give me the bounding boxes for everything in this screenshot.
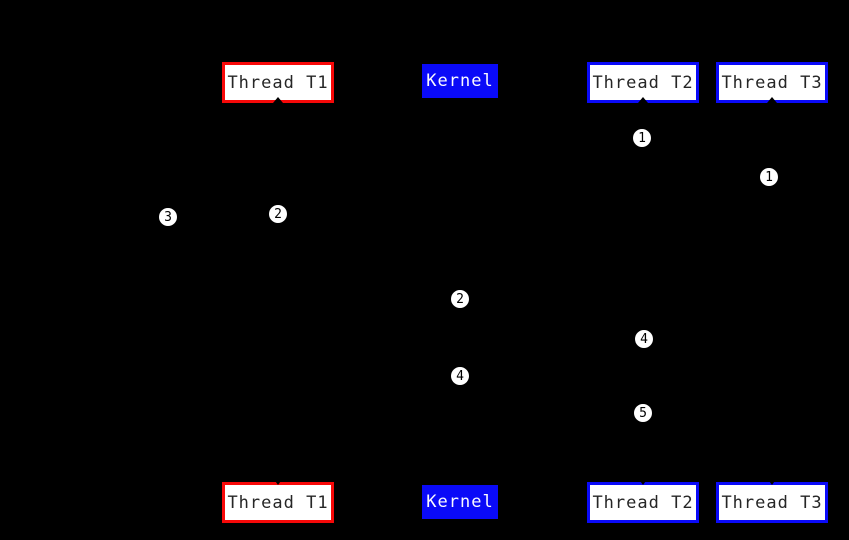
step-marker-label: 1	[638, 130, 646, 146]
kernel-label: Kernel	[426, 71, 494, 91]
step-marker-label: 1	[765, 169, 773, 185]
step-marker: 1	[759, 167, 779, 187]
lifeline-arrowhead-icon	[638, 97, 648, 103]
step-marker-label: 5	[639, 405, 647, 421]
thread-t2-label: Thread T2	[592, 492, 694, 513]
thread-t2-box-bottom: Thread T2	[587, 482, 699, 523]
lifeline-arrowhead-icon	[273, 478, 283, 485]
lifeline-arrowhead-icon	[767, 97, 777, 103]
thread-t1-box-top: Thread T1	[222, 62, 334, 103]
thread-t3-box-bottom: Thread T3	[716, 482, 828, 523]
step-marker: 4	[634, 329, 654, 349]
thread-t1-box-bottom: Thread T1	[222, 482, 334, 523]
step-marker-label: 4	[640, 331, 648, 347]
kernel-box-bottom: Kernel	[422, 485, 498, 519]
step-marker-label: 2	[274, 206, 282, 222]
kernel-label: Kernel	[426, 492, 494, 512]
thread-t1-label: Thread T1	[227, 492, 329, 513]
step-marker: 2	[450, 289, 470, 309]
thread-t3-box-top: Thread T3	[716, 62, 828, 103]
lifeline-arrowhead-icon	[638, 478, 648, 485]
thread-t2-label: Thread T2	[592, 72, 694, 93]
step-marker: 4	[450, 366, 470, 386]
step-marker: 2	[268, 204, 288, 224]
thread-t1-label: Thread T1	[227, 72, 329, 93]
step-marker-label: 3	[164, 209, 172, 225]
thread-t3-label: Thread T3	[721, 72, 823, 93]
kernel-box-top: Kernel	[422, 64, 498, 98]
step-marker: 3	[158, 207, 178, 227]
step-marker-label: 4	[456, 368, 464, 384]
step-marker: 1	[632, 128, 652, 148]
step-marker: 5	[633, 403, 653, 423]
thread-t3-label: Thread T3	[721, 492, 823, 513]
lifeline-arrowhead-icon	[273, 97, 283, 103]
lifeline-arrowhead-icon	[767, 478, 777, 485]
step-marker-label: 2	[456, 291, 464, 307]
